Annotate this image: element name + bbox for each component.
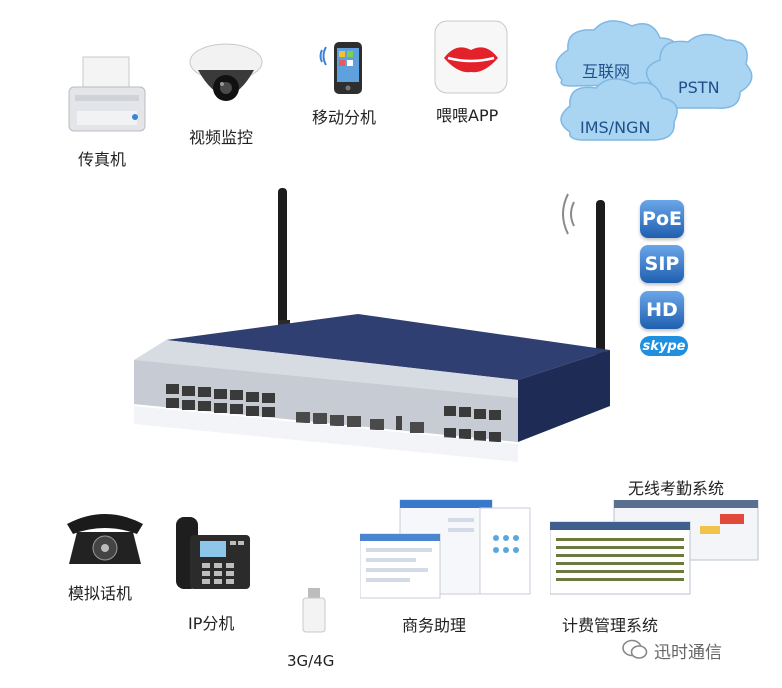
billing-label: 计费管理系统 bbox=[562, 616, 659, 635]
sip-badge: SIP bbox=[640, 245, 684, 283]
dongle-label: 3G/4G bbox=[287, 652, 335, 670]
ip-phone-label: IP分机 bbox=[188, 614, 235, 633]
billing-system-screens-icon bbox=[549, 499, 760, 596]
wechat-logo-icon bbox=[622, 638, 648, 662]
cloud-internet-label: 互联网 bbox=[582, 62, 631, 81]
app-label: 喂喂APP bbox=[436, 106, 499, 125]
mobile-phone-icon bbox=[318, 38, 368, 96]
app-lips-icon bbox=[434, 20, 508, 94]
cloud-pstn-label: PSTN bbox=[678, 78, 720, 97]
network-cloud-icon bbox=[548, 10, 762, 146]
ip-phone-icon bbox=[172, 515, 254, 591]
analog-phone-icon bbox=[63, 508, 147, 568]
cloud-ims-label: IMS/NGN bbox=[580, 118, 651, 137]
mobile-label: 移动分机 bbox=[312, 108, 377, 127]
business-assistant-screens-icon bbox=[359, 498, 532, 602]
fax-label: 传真机 bbox=[78, 150, 127, 169]
skype-badge: skype bbox=[640, 336, 688, 356]
poe-badge: PoE bbox=[640, 200, 684, 238]
attendance-label: 无线考勤系统 bbox=[628, 479, 725, 498]
camera-label: 视频监控 bbox=[189, 128, 254, 147]
analog-phone-label: 模拟话机 bbox=[68, 584, 133, 603]
fax-machine-icon bbox=[65, 55, 149, 135]
watermark-text: 迅时通信 bbox=[654, 643, 722, 663]
hd-badge: HD bbox=[640, 291, 684, 329]
usb-dongle-icon bbox=[302, 588, 326, 634]
gateway-router-icon bbox=[126, 180, 612, 470]
assistant-label: 商务助理 bbox=[402, 616, 467, 635]
camera-icon bbox=[186, 40, 266, 116]
